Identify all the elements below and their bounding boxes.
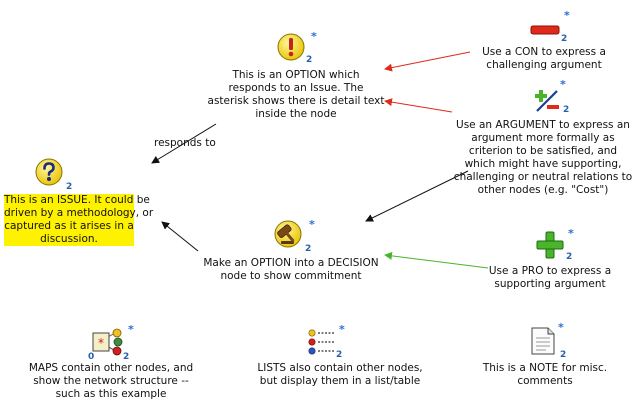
plus-minus-icon	[535, 90, 559, 112]
list-node[interactable]	[307, 328, 337, 360]
minus-icon	[530, 25, 560, 35]
con-node[interactable]	[530, 22, 560, 42]
detail-star: *	[309, 218, 315, 231]
question-icon	[35, 158, 63, 186]
argument-to-decision-link	[365, 170, 469, 222]
list-label: LISTS also contain other nodes,but displ…	[257, 362, 423, 387]
link-count: 2	[561, 34, 568, 44]
issue-node[interactable]	[34, 157, 64, 191]
link-count-left: 0	[88, 352, 95, 362]
detail-star: *	[128, 323, 134, 336]
argument-node[interactable]	[533, 87, 561, 119]
link-count: 2	[123, 352, 130, 362]
pro-to-decision-link	[384, 251, 489, 269]
argument-to-option-link	[384, 98, 453, 113]
detail-star: *	[339, 323, 345, 336]
detail-star: *	[311, 30, 317, 43]
svg-text:*: *	[98, 336, 104, 350]
gavel-icon	[274, 220, 302, 248]
map-node[interactable]: *	[91, 327, 125, 361]
link-count: 2	[305, 244, 312, 254]
plus-icon	[536, 231, 564, 259]
note-node[interactable]	[530, 326, 556, 360]
detail-star: *	[560, 78, 566, 91]
link-count: 2	[306, 55, 313, 65]
detail-star: *	[558, 321, 564, 334]
note-icon	[531, 327, 555, 355]
list-icon	[308, 329, 335, 355]
link-count: 2	[336, 350, 343, 360]
decision-node[interactable]	[273, 219, 303, 253]
option-to-issue-link	[151, 123, 217, 164]
option-node[interactable]	[276, 32, 306, 66]
link-label-responds-to: responds to	[154, 137, 216, 149]
link-count: 2	[560, 350, 567, 360]
detail-star: *	[568, 227, 574, 240]
link-count: 2	[66, 182, 73, 192]
link-count: 2	[563, 105, 570, 115]
decision-to-issue-link	[161, 221, 199, 252]
map-icon: *	[92, 328, 123, 356]
con-to-option-link	[384, 51, 471, 72]
exclamation-icon	[277, 33, 305, 61]
pro-node[interactable]	[535, 230, 565, 264]
detail-star: *	[564, 9, 570, 22]
note-label: This is a NOTE for misc.comments	[482, 362, 608, 387]
link-count: 2	[566, 252, 573, 262]
